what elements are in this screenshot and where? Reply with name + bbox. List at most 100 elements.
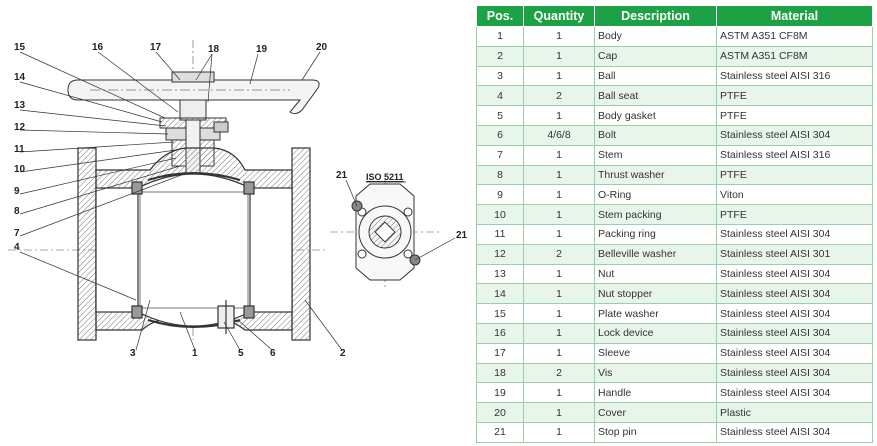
cell-pos: 17 xyxy=(476,342,524,364)
cell-pos: 4 xyxy=(476,85,524,107)
cell-quantity: 1 xyxy=(523,45,595,67)
table-header-row: Pos. Quantity Description Material xyxy=(476,5,873,27)
cell-pos: 19 xyxy=(476,382,524,404)
callout-12: 12 xyxy=(14,122,26,133)
cell-pos: 5 xyxy=(476,105,524,126)
callout-14: 14 xyxy=(14,72,26,83)
cell-material: Viton xyxy=(716,184,873,206)
callout-21-right: 21 xyxy=(456,230,468,241)
cell-description: Packing ring xyxy=(594,223,717,245)
callout-10: 10 xyxy=(14,164,26,175)
ball-valve-drawing: 15 16 17 18 19 20 14 13 12 11 10 9 8 7 4… xyxy=(8,40,468,359)
cell-quantity: 1 xyxy=(523,164,595,186)
cell-pos: 21 xyxy=(476,421,524,443)
callout-2: 2 xyxy=(340,348,346,359)
callout-5: 5 xyxy=(238,348,244,359)
cell-material: ASTM A351 CF8M xyxy=(716,26,873,47)
cell-description: Sleeve xyxy=(594,342,717,364)
cell-quantity: 1 xyxy=(523,322,595,344)
cell-quantity: 2 xyxy=(523,243,595,265)
cell-material: Stainless steel AISI 304 xyxy=(716,263,873,285)
leader-lines xyxy=(19,51,343,351)
cell-quantity: 1 xyxy=(523,26,595,47)
iso-5211-title: ISO 5211 xyxy=(366,172,404,182)
cell-material: Stainless steel AISI 304 xyxy=(716,223,873,245)
callout-3: 3 xyxy=(130,348,136,359)
cell-quantity: 1 xyxy=(523,223,595,245)
cell-pos: 20 xyxy=(476,402,524,423)
cell-pos: 15 xyxy=(476,303,524,324)
cell-quantity: 1 xyxy=(523,144,595,166)
cell-material: PTFE xyxy=(716,164,873,186)
cell-material: Stainless steel AISI 304 xyxy=(716,283,873,305)
cell-pos: 12 xyxy=(476,243,524,265)
cell-description: Cover xyxy=(594,402,717,423)
cell-material: Stainless steel AISI 304 xyxy=(716,382,873,404)
cell-material: Stainless steel AISI 316 xyxy=(716,144,873,166)
callout-9: 9 xyxy=(14,186,20,197)
cell-description: Ball seat xyxy=(594,85,717,107)
cell-pos: 3 xyxy=(476,65,524,87)
cell-material: Stainless steel AISI 304 xyxy=(716,322,873,344)
callout-4: 4 xyxy=(14,242,20,253)
cell-quantity: 1 xyxy=(523,263,595,285)
cell-pos: 1 xyxy=(476,26,524,47)
cell-quantity: 1 xyxy=(523,342,595,364)
callout-6: 6 xyxy=(270,348,276,359)
iso-mounting-detail xyxy=(345,179,456,281)
cell-description: Stop pin xyxy=(594,421,717,443)
cell-quantity: 1 xyxy=(523,402,595,423)
callout-8: 8 xyxy=(14,206,20,217)
cell-description: Plate washer xyxy=(594,303,717,324)
cell-description: Thrust washer xyxy=(594,164,717,186)
cell-description: Nut xyxy=(594,263,717,285)
cell-quantity: 1 xyxy=(523,105,595,126)
callout-labels: 15 16 17 18 19 20 14 13 12 11 10 9 8 7 4… xyxy=(14,42,468,359)
callout-18: 18 xyxy=(208,44,220,55)
callout-1: 1 xyxy=(192,348,198,359)
cell-description: Stem packing xyxy=(594,204,717,225)
cell-quantity: 2 xyxy=(523,362,595,384)
cell-quantity: 2 xyxy=(523,85,595,107)
cell-description: Cap xyxy=(594,45,717,67)
cell-material: Stainless steel AISI 304 xyxy=(716,303,873,324)
callout-13: 13 xyxy=(14,100,26,111)
cell-description: Nut stopper xyxy=(594,283,717,305)
cell-description: Body xyxy=(594,26,717,47)
cell-pos: 9 xyxy=(476,184,524,206)
callout-21-top: 21 xyxy=(336,170,348,181)
cell-pos: 2 xyxy=(476,45,524,67)
cell-quantity: 1 xyxy=(523,65,595,87)
cell-pos: 7 xyxy=(476,144,524,166)
cell-pos: 13 xyxy=(476,263,524,285)
cell-material: Plastic xyxy=(716,402,873,423)
cell-description: Handle xyxy=(594,382,717,404)
cell-material: Stainless steel AISI 304 xyxy=(716,362,873,384)
cell-description: O-Ring xyxy=(594,184,717,206)
callout-17: 17 xyxy=(150,42,162,53)
cell-pos: 8 xyxy=(476,164,524,186)
cell-material: Stainless steel AISI 301 xyxy=(716,243,873,265)
cell-description: Lock device xyxy=(594,322,717,344)
cell-pos: 16 xyxy=(476,322,524,344)
cell-description: Vis xyxy=(594,362,717,384)
cell-material: ASTM A351 CF8M xyxy=(716,45,873,67)
header-description: Description xyxy=(594,5,717,27)
cell-description: Body gasket xyxy=(594,105,717,126)
callout-16: 16 xyxy=(92,42,104,53)
